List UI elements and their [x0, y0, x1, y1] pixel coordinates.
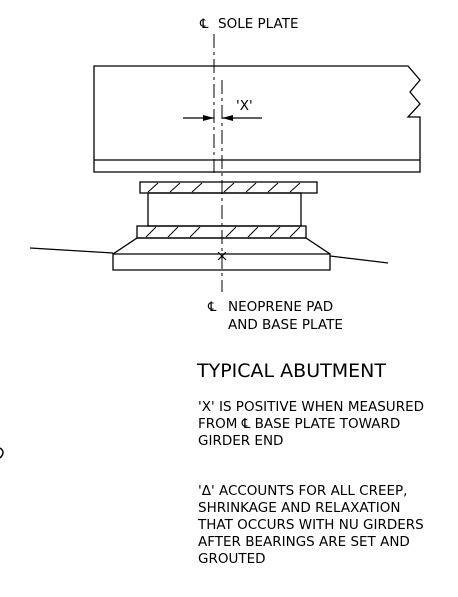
pad-label-line2: AND BASE PLATE [228, 317, 343, 333]
note2-line1: 'Δ' ACCOUNTS FOR ALL CREEP, [198, 483, 407, 499]
note2-line2: SHRINKAGE AND RELAXATION [198, 500, 400, 516]
drawing-title: TYPICAL ABUTMENT [196, 360, 386, 382]
neoprene-pad [147, 192, 302, 227]
note1-line3: GIRDER END [198, 433, 283, 449]
edge-mark [0, 447, 4, 459]
pad-label-line1: NEOPRENE PAD [228, 299, 333, 315]
sole-plate-hatch [147, 182, 301, 193]
x-dimension-label: 'X' [236, 98, 253, 114]
note2-line3: THAT OCCURS WITH NU GIRDERS [197, 517, 424, 533]
note2-line4: AFTER BEARINGS ARE SET AND [198, 534, 410, 550]
note2-line5: GROUTED [198, 551, 266, 567]
note1-line1: 'X' IS POSITIVE WHEN MEASURED [198, 399, 424, 415]
pad-centerline-symbol: ℄ [207, 300, 217, 315]
x-dim-arrowhead-left [203, 115, 214, 121]
base-plate-hatch [145, 226, 301, 238]
sole-plate-label: SOLE PLATE [218, 16, 298, 32]
girder-outline [93, 65, 421, 173]
seat-line-left [29, 247, 114, 254]
sole-plate-centerline-symbol: ℄ [199, 17, 209, 32]
cross-mark [217, 251, 227, 261]
seat-line-right [329, 255, 389, 264]
note1-line2: FROM ℄ BASE PLATE TOWARD [198, 416, 400, 432]
x-dim-arrowhead-right [222, 115, 233, 121]
